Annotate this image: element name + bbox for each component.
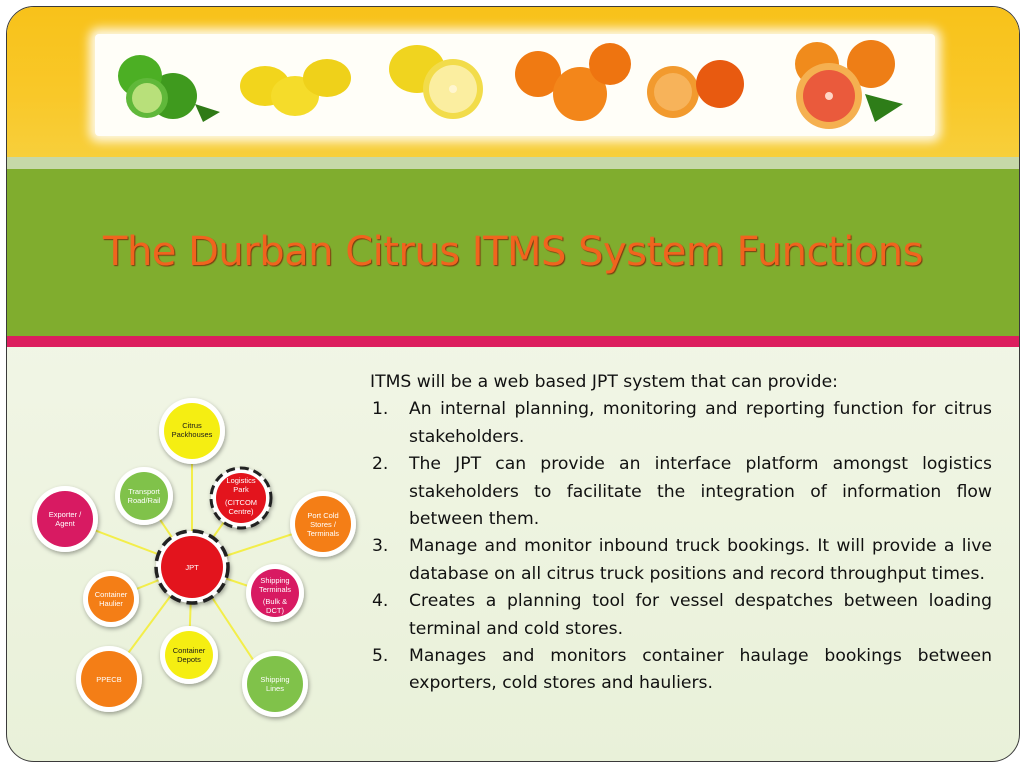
node-transport: Transport Road/Rail: [115, 467, 173, 525]
functions-list: 1.An internal planning, monitoring and r…: [370, 396, 992, 697]
svg-text:Port Cold: Port Cold: [307, 511, 338, 520]
svg-text:Centre): Centre): [228, 507, 254, 516]
svg-text:Terminals: Terminals: [307, 529, 339, 538]
svg-text:Packhouses: Packhouses: [172, 430, 213, 439]
lemons-image: [240, 59, 351, 116]
svg-text:PPECB: PPECB: [96, 675, 121, 684]
svg-text:Haulier: Haulier: [99, 599, 123, 608]
header-band: [7, 7, 1019, 157]
node-citrus-packhouses: Citrus Packhouses: [159, 398, 225, 464]
list-item: 1.An internal planning, monitoring and r…: [372, 399, 992, 447]
slide: The Durban Citrus ITMS System Functions …: [6, 6, 1020, 762]
svg-text:Road/Rail: Road/Rail: [128, 496, 161, 505]
svg-text:Container: Container: [173, 646, 206, 655]
slide-title: The Durban Citrus ITMS System Functions: [103, 229, 923, 275]
list-item: 3.Manage and monitor inbound truck booki…: [372, 536, 992, 584]
svg-text:Logistics: Logistics: [226, 476, 255, 485]
content-text: ITMS will be a web based JPT system that…: [370, 369, 992, 698]
list-item: 2.The JPT can provide an interface platf…: [372, 454, 992, 530]
node-container-haulier: Container Haulier: [83, 571, 139, 627]
lemon-half-image: [389, 45, 483, 119]
oranges-image: [515, 43, 631, 121]
node-logistics-park: Logistics Park (CITCOM Centre): [209, 466, 273, 530]
svg-text:(Bulk &: (Bulk &: [263, 597, 287, 606]
svg-text:Terminals: Terminals: [259, 585, 291, 594]
svg-text:Shipping: Shipping: [260, 576, 289, 585]
intro-text: ITMS will be a web based JPT system that…: [370, 372, 838, 392]
svg-text:(CITCOM: (CITCOM: [225, 498, 257, 507]
node-shipping-terminals: Shipping Terminals (Bulk & DCT): [246, 564, 304, 622]
svg-text:Stores /: Stores /: [310, 520, 337, 529]
svg-text:Container: Container: [95, 590, 128, 599]
list-item: 5.Manages and monitors container haulage…: [372, 646, 992, 694]
node-container-depots: Container Depots: [160, 626, 218, 684]
node-port-cold-stores: Port Cold Stores / Terminals: [290, 491, 356, 557]
svg-text:JPT: JPT: [185, 563, 199, 572]
svg-text:Park: Park: [233, 485, 249, 494]
list-item: 4.Creates a planning tool for vessel des…: [372, 591, 992, 639]
fruit-banner: [95, 34, 935, 136]
accent-band: [7, 336, 1019, 347]
separator-band: [7, 157, 1019, 169]
fruit-banner-image: [118, 40, 903, 129]
node-exporter: Exporter / Agent: [32, 486, 98, 552]
peeled-orange-image: [647, 60, 744, 118]
svg-text:Transport: Transport: [128, 487, 161, 496]
svg-text:Lines: Lines: [266, 684, 284, 693]
node-ppecb: PPECB: [76, 646, 142, 712]
title-band: [7, 169, 1019, 336]
svg-text:Shipping: Shipping: [260, 675, 289, 684]
grapefruit-image: [795, 40, 903, 129]
svg-text:Citrus: Citrus: [182, 421, 202, 430]
node-shipping-lines: Shipping Lines: [242, 651, 308, 717]
node-jpt-hub: JPT: [154, 529, 230, 605]
svg-text:Exporter /: Exporter /: [49, 510, 82, 519]
svg-text:Depots: Depots: [177, 655, 201, 664]
svg-text:DCT): DCT): [266, 606, 284, 615]
stakeholder-diagram: Citrus Packhouses Transport Road/Rail Lo…: [32, 398, 356, 717]
limes-image: [118, 55, 220, 122]
svg-text:Agent: Agent: [55, 519, 76, 528]
